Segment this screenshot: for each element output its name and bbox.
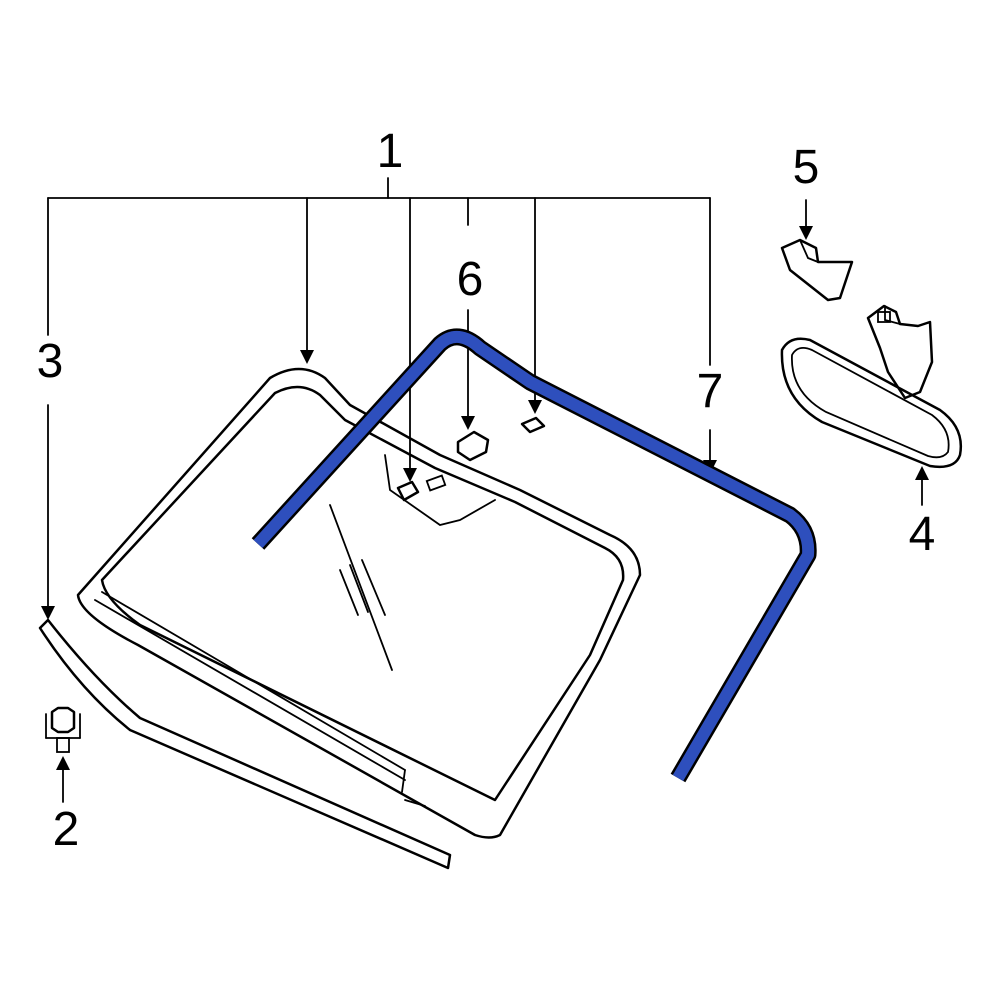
callout-4-leader <box>915 466 929 506</box>
callout-7: 7 <box>696 365 724 418</box>
callout-1-leader-lines <box>47 177 711 482</box>
pad-part <box>520 416 546 434</box>
mirror-cover <box>780 238 854 302</box>
callout-6-leader <box>461 309 475 430</box>
clip-part-6 <box>456 430 490 462</box>
callout-3: 3 <box>36 335 64 388</box>
callout-2-leader <box>56 756 70 803</box>
bolt <box>45 706 81 753</box>
lower-reveal-molding <box>38 618 452 870</box>
windshield-glass <box>76 367 642 839</box>
rear-view-mirror <box>780 337 963 469</box>
weatherstrip-highlighted <box>251 328 817 783</box>
mirror-bracket <box>866 304 934 400</box>
callout-4: 4 <box>908 508 936 561</box>
callout-5: 5 <box>792 141 820 194</box>
callout-2: 2 <box>52 803 80 856</box>
bracket-clip-small <box>396 480 420 502</box>
callout-1: 1 <box>376 125 404 178</box>
callout-3-leader <box>41 404 55 620</box>
callout-5-leader <box>799 199 813 240</box>
callout-6: 6 <box>456 253 484 306</box>
